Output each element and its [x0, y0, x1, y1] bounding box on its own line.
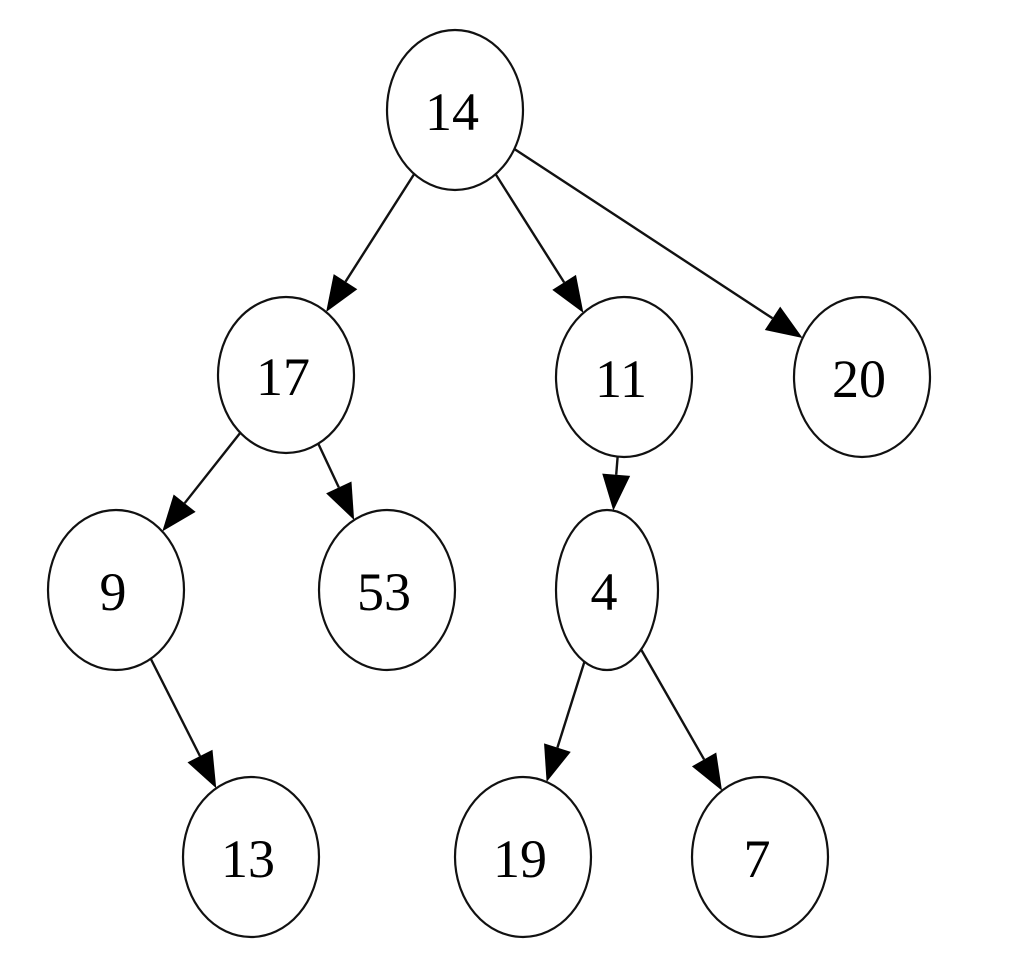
node-circle [317, 508, 457, 672]
edge-n17-to-n9 [162, 432, 242, 532]
node-circle [181, 775, 321, 939]
node-label: 4 [591, 562, 618, 622]
edge-line [640, 648, 706, 761]
arrow-head-icon [326, 481, 355, 520]
arrow-head-icon [187, 749, 217, 789]
tree-node-13: 13 [181, 775, 321, 939]
edge-line [344, 173, 416, 283]
edge-n11-to-n4 [602, 456, 631, 511]
node-label: 14 [425, 82, 479, 142]
tree-node-11: 11 [554, 295, 694, 459]
tree-node-14: 14 [385, 28, 525, 192]
edge-line [494, 173, 566, 284]
arrow-head-icon [691, 752, 722, 791]
node-circle [385, 28, 525, 192]
edge-n14-to-n20 [513, 147, 803, 339]
edge-line [513, 147, 774, 320]
arrow-head-icon [162, 494, 196, 532]
edge-n14-to-n17 [326, 173, 416, 313]
edge-n9-to-n13 [149, 658, 217, 789]
node-label: 9 [100, 562, 127, 622]
node-circle [792, 295, 932, 459]
tree-node-20: 20 [792, 295, 932, 459]
edge-n14-to-n11 [494, 173, 584, 313]
edge-n17-to-n53 [317, 443, 355, 520]
tree-node-9: 9 [46, 508, 186, 672]
node-circle [216, 295, 356, 455]
node-label: 17 [256, 347, 310, 407]
edge-n4-to-n19 [544, 661, 586, 782]
tree-node-53: 53 [317, 508, 457, 672]
edges-layer [149, 147, 803, 791]
arrow-head-icon [764, 306, 803, 339]
edge-n4-to-n7 [640, 648, 722, 791]
tree-node-17: 17 [216, 295, 356, 455]
arrow-head-icon [326, 274, 358, 313]
node-circle [690, 775, 830, 939]
arrow-head-icon [544, 743, 571, 782]
tree-node-7: 7 [690, 775, 830, 939]
tree-node-19: 19 [453, 775, 593, 939]
node-label: 19 [493, 829, 547, 889]
node-circle [453, 775, 593, 939]
edge-line [556, 661, 586, 748]
nodes-layer: 14 17 11 20 9 53 4 13 19 7 [46, 28, 932, 939]
node-circle [554, 508, 660, 672]
edge-line [149, 658, 202, 757]
node-circle [554, 295, 694, 459]
edge-line [317, 443, 340, 488]
edge-line [183, 432, 242, 504]
node-label: 53 [357, 562, 411, 622]
edge-line [615, 456, 619, 475]
node-label: 20 [832, 349, 886, 409]
arrow-head-icon [552, 274, 584, 313]
node-circle [46, 508, 186, 672]
node-label: 11 [595, 349, 647, 409]
arrow-head-icon [602, 473, 631, 511]
node-label: 13 [221, 829, 275, 889]
tree-node-4: 4 [554, 508, 660, 672]
node-label: 7 [744, 829, 771, 889]
